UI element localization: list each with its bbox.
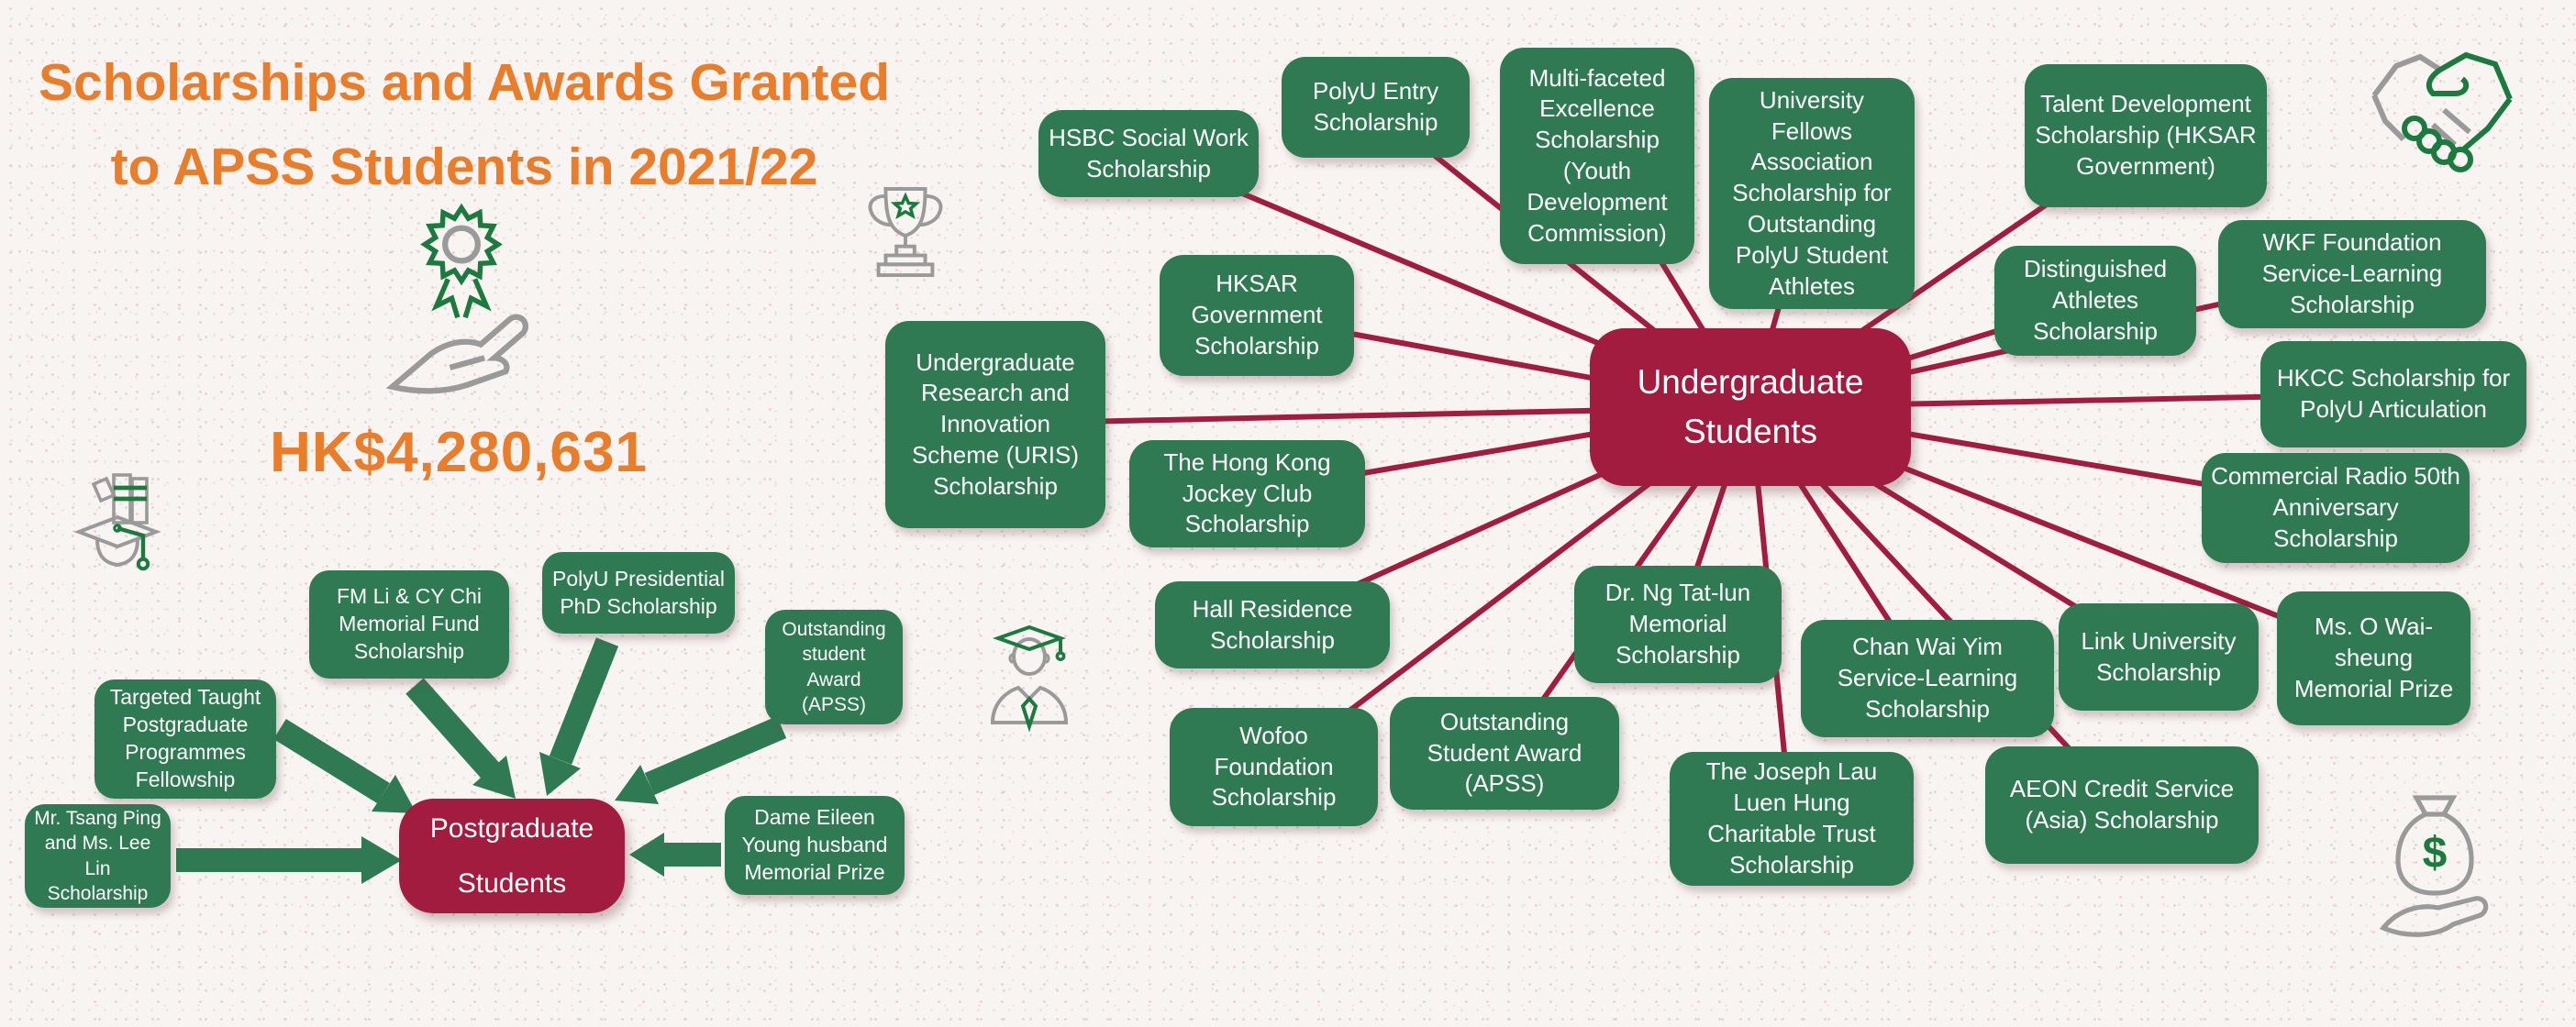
arrow-presidential-phd-shaft [549, 637, 619, 765]
node-dr-ng: Dr. Ng Tat-lun Memorial Scholarship [1574, 566, 1782, 683]
node-targeted-taught: Targeted Taught Postgraduate Programmes … [94, 679, 276, 799]
page-title: Scholarships and Awards Granted to APSS … [33, 40, 895, 210]
node-dame-eileen: Dame Eileen Young husband Memorial Prize [725, 796, 905, 895]
arrow-fm-li-head [472, 756, 516, 799]
arrow-outstanding-pg-head [615, 765, 659, 804]
arrow-targeted-taught-head [372, 775, 416, 813]
total-amount: HK$4,280,631 [270, 421, 648, 484]
arrow-dame-eileen-head [629, 833, 664, 877]
node-jockey-club: The Hong Kong Jockey Club Scholarship [1129, 440, 1365, 547]
handshake-icon [2371, 51, 2513, 172]
node-commercial-radio: Commercial Radio 50th Anniversary Schola… [2202, 453, 2470, 563]
page-title-line1: Scholarships and Awards Granted [38, 53, 891, 112]
arrow-targeted-taught-shaft [273, 718, 390, 804]
svg-text:$: $ [2423, 829, 2448, 878]
node-wofoo: Wofoo Foundation Scholarship [1170, 708, 1378, 826]
undergraduate-hub: Undergraduate Students [1590, 328, 1911, 486]
page-title-line2: to APSS Students in 2021/22 [110, 138, 818, 197]
node-polyu-entry: PolyU Entry Scholarship [1282, 57, 1470, 158]
money-bag-hand-icon: $ [2379, 795, 2489, 937]
node-tsang-ping: Mr. Tsang Ping and Ms. Lee Lin Scholarsh… [25, 804, 171, 908]
postgraduate-hub: Postgraduate Students [399, 799, 625, 913]
node-chan-wai-yim: Chan Wai Yim Service-Learning Scholarshi… [1801, 620, 2054, 737]
node-hsbc: HSBC Social Work Scholarship [1038, 110, 1259, 197]
node-university-fellows: University Fellows Association Scholarsh… [1709, 78, 1915, 309]
books-graduation-cap-icon [73, 473, 161, 571]
node-outstanding-student-award: Outstanding Student Award (APSS) [1390, 697, 1619, 810]
trophy-icon [868, 187, 943, 278]
node-outstanding-pg: Outstanding student Award (APSS) [765, 610, 903, 724]
award-ribbon-hand-icon [385, 203, 528, 394]
node-uris: Undergraduate Research and Innovation Sc… [885, 321, 1105, 528]
graduate-student-icon [990, 624, 1069, 733]
node-wkf: WKF Foundation Service-Learning Scholars… [2218, 220, 2486, 328]
arrow-presidential-phd-head [539, 752, 581, 796]
node-presidential-phd: PolyU Presidential PhD Scholarship [542, 552, 735, 634]
node-distinguished-athletes: Distinguished Athletes Scholarship [1994, 246, 2196, 356]
arrow-outstanding-pg-shaft [644, 716, 787, 795]
node-link-university: Link University Scholarship [2059, 603, 2259, 711]
arrow-tsang-ping-head [361, 836, 402, 884]
arrow-fm-li-shaft [405, 678, 499, 779]
node-multi-faceted: Multi-faceted Excellence Scholarship (Yo… [1500, 48, 1694, 264]
node-hkcc: HKCC Scholarship for PolyU Articulation [2260, 341, 2526, 447]
node-talent-development: Talent Development Scholarship (HKSAR Go… [2025, 64, 2267, 207]
postgraduate-arrows [176, 637, 787, 884]
node-hall-residence: Hall Residence Scholarship [1155, 581, 1390, 668]
node-hksar-government: HKSAR Government Scholarship [1160, 255, 1354, 376]
node-aeon: AEON Credit Service (Asia) Scholarship [1985, 746, 2259, 864]
node-fm-li: FM Li & CY Chi Memorial Fund Scholarship [309, 570, 509, 679]
node-joseph-lau: The Joseph Lau Luen Hung Charitable Trus… [1670, 752, 1914, 886]
node-ms-o-wai-sheung: Ms. O Wai-sheung Memorial Prize [2277, 591, 2471, 725]
